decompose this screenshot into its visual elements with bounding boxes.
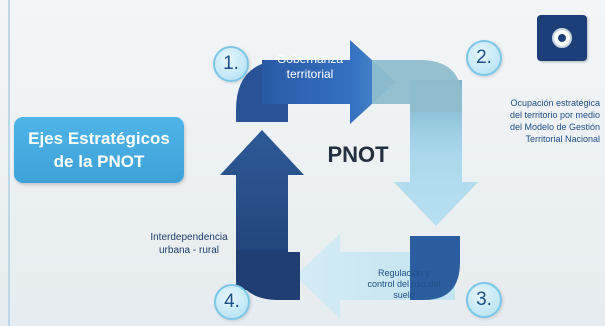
title-line-1: Ejes Estratégicos [28, 129, 170, 148]
center-title: PNOT [327, 142, 389, 167]
step-2-line-1: Ocupación estratégica [510, 98, 600, 108]
step-4-line-1: Interdependencia [150, 232, 228, 243]
step-3-line-3: suelo [393, 290, 415, 300]
step-1-label: Gobernanza territorial [262, 52, 358, 82]
step-3-line-2: control del uso del [367, 279, 441, 289]
step-2-line-2: del territorio por medio [509, 110, 600, 120]
arrow-top-right [262, 40, 396, 124]
step-3-line-1: Regulación y [377, 268, 431, 278]
arrow-bottom-corner [236, 250, 300, 300]
step-number-4: 4. [214, 284, 250, 320]
step-4-label: Interdependencia urbana - rural [136, 231, 242, 257]
arrow-right-corner [410, 236, 460, 300]
emblem-core [558, 34, 566, 42]
title-line-2: de la PNOT [53, 152, 145, 171]
title-box: Ejes Estratégicos de la PNOT [14, 117, 184, 183]
arrow-top-corner [372, 60, 462, 112]
arrow-right-down [394, 80, 478, 226]
step-4-line-2: urbana - rural [158, 245, 220, 256]
edge-line [8, 0, 10, 326]
step-2-line-3: del Modelo de Gestión [509, 122, 600, 132]
step-number-3: 3. [466, 282, 502, 318]
step-number-1: 1. [213, 46, 249, 82]
step-number-2: 2. [466, 40, 502, 76]
step-2-label: Ocupación estratégica del territorio por… [468, 97, 600, 145]
step-2-line-4: Territorial Nacional [525, 134, 600, 144]
step-3-label: Regulación y control del uso del suelo [360, 268, 448, 301]
step-1-line-1: Gobernanza [276, 52, 344, 66]
step-1-line-2: territorial [286, 67, 334, 81]
globe-emblem-icon [537, 15, 587, 61]
